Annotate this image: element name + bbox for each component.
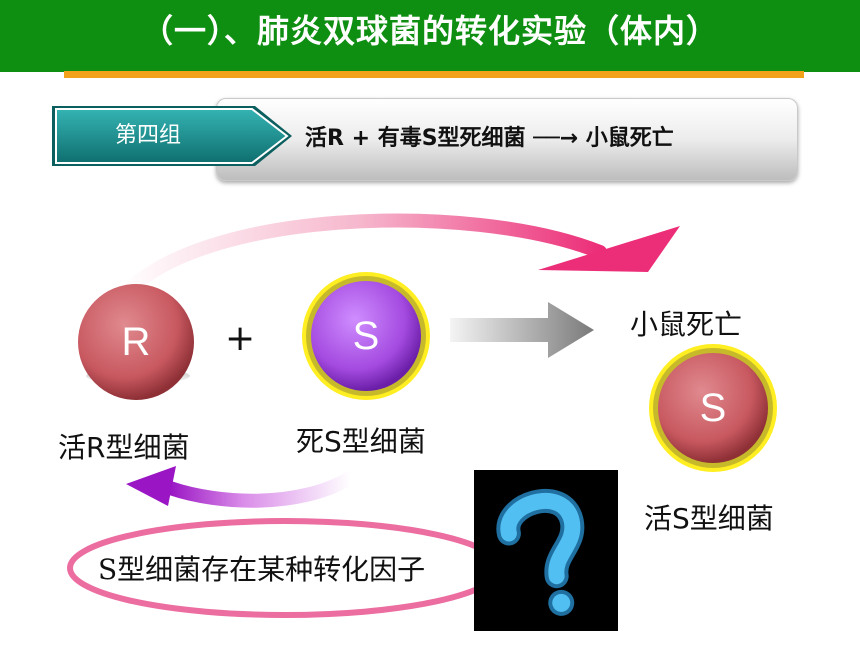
plus-sign: + [225, 318, 256, 359]
r-ball-letter: R [121, 320, 151, 364]
dead-s-bacterium [302, 272, 430, 400]
return-arrow-icon [126, 466, 357, 508]
experiment-banner [216, 98, 798, 181]
label-live-s: 活S型细菌 [644, 502, 774, 535]
title-underline [64, 71, 804, 78]
transformation-hint: S型细菌存在某种转化因子 [98, 553, 426, 586]
experiment-equation: 活R + 有毒S型死细菌 ──→ 小鼠死亡 [305, 126, 674, 151]
right-arrow-icon [450, 302, 594, 358]
label-live-r: 活R型细菌 [58, 431, 190, 464]
page-title: （一）、肺炎双球菌的转化实验（体内） [140, 12, 719, 50]
title-bar [0, 0, 860, 72]
s-result-ball-letter: S [699, 386, 727, 430]
question-box [474, 470, 618, 631]
live-s-bacterium [649, 344, 777, 472]
group-tab-label: 第四组 [114, 123, 181, 148]
r-bacterium [78, 284, 194, 400]
tab-arrow [52, 106, 292, 166]
label-dead-s: 死S型细菌 [296, 425, 426, 458]
curved-arrow-icon [113, 213, 680, 307]
s-ball-letter: S [352, 314, 380, 358]
question-mark-icon [496, 489, 585, 616]
label-mouse-dead: 小鼠死亡 [630, 308, 743, 341]
